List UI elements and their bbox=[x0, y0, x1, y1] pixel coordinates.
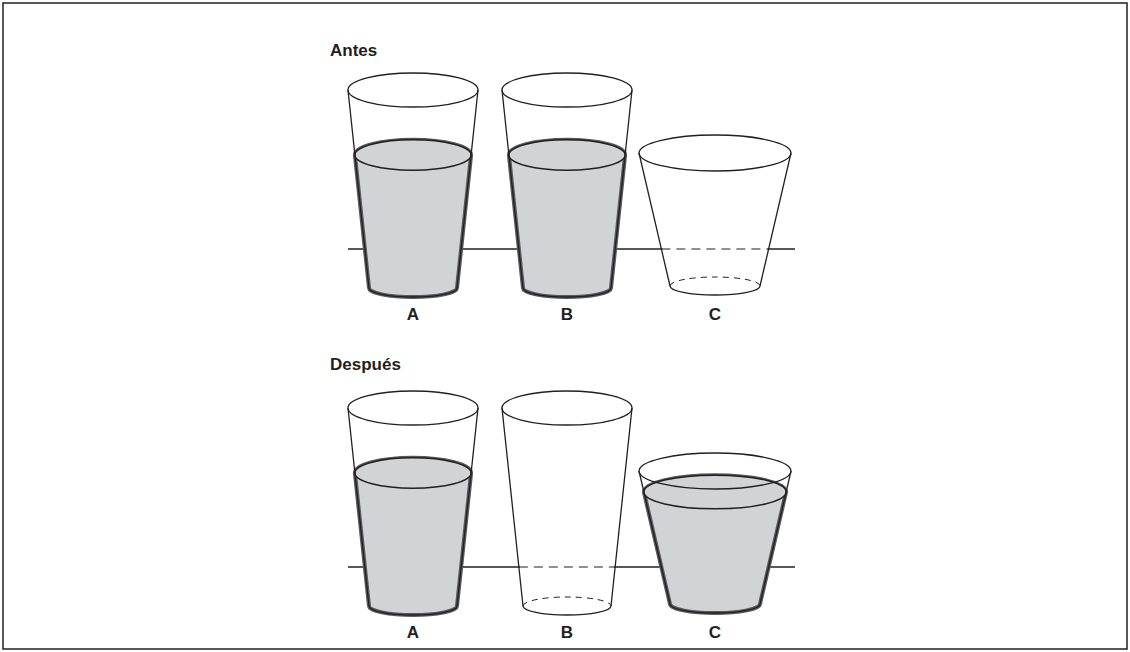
cups bbox=[348, 73, 795, 615]
cup-side bbox=[611, 408, 632, 606]
line-mask bbox=[520, 565, 615, 569]
liquid bbox=[644, 475, 786, 613]
cup-bottom bbox=[523, 288, 611, 297]
frame bbox=[3, 3, 1127, 649]
cup-side bbox=[639, 153, 670, 286]
cup-side bbox=[760, 471, 791, 604]
cup-bottom bbox=[670, 286, 760, 295]
cup-rim bbox=[348, 73, 478, 107]
cup-side bbox=[457, 90, 478, 288]
liquid bbox=[355, 458, 471, 615]
cup-bottom-hidden bbox=[670, 277, 760, 286]
cup-letter: C bbox=[709, 306, 721, 323]
line-mask bbox=[662, 247, 768, 251]
stage-heading: Después bbox=[330, 356, 401, 373]
cup-side bbox=[457, 408, 478, 606]
stage-heading: Antes bbox=[330, 42, 377, 59]
cup-rim bbox=[502, 391, 632, 425]
cup-bottom bbox=[369, 288, 457, 297]
liquid-surface bbox=[355, 140, 471, 170]
cup-side bbox=[611, 90, 632, 288]
cup-rim bbox=[502, 73, 632, 107]
cup-letter: B bbox=[561, 306, 573, 323]
cup-letter: A bbox=[407, 624, 419, 641]
cup-bottom bbox=[670, 604, 760, 613]
cup-rim bbox=[348, 391, 478, 425]
cup-bottom bbox=[523, 606, 611, 615]
cup-side bbox=[502, 90, 523, 288]
liquid bbox=[355, 140, 471, 297]
cup-side bbox=[348, 408, 369, 606]
level-line-hidden bbox=[519, 566, 615, 567]
cup-rim bbox=[639, 453, 791, 489]
cup-bottom bbox=[369, 606, 457, 615]
liquid bbox=[509, 140, 625, 297]
cup-side bbox=[348, 90, 369, 288]
cup-letter: C bbox=[709, 624, 721, 641]
cup-rim bbox=[639, 135, 791, 171]
level-line-hidden bbox=[661, 248, 768, 249]
liquid-surface bbox=[644, 475, 786, 509]
cup-side bbox=[760, 153, 791, 286]
liquid-surface bbox=[355, 458, 471, 488]
cup-bottom-hidden bbox=[523, 597, 611, 606]
cup-letter: B bbox=[561, 624, 573, 641]
cup-side bbox=[639, 471, 670, 604]
cup-letter: A bbox=[407, 306, 419, 323]
liquid-surface bbox=[509, 140, 625, 170]
cup-side bbox=[502, 408, 523, 606]
